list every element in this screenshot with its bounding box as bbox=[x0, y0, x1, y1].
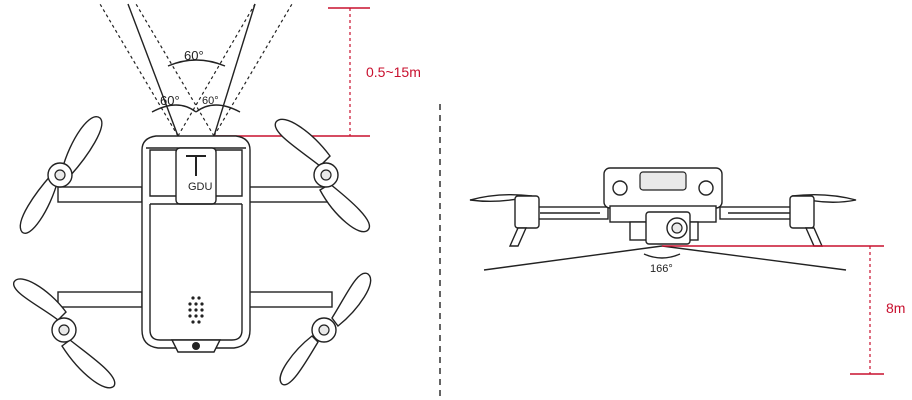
arm-front-left bbox=[57, 186, 143, 203]
logo-text: GDU bbox=[188, 181, 213, 193]
propeller-front-right bbox=[274, 118, 371, 233]
side-leg-left bbox=[508, 227, 528, 247]
fov-cone: 60° 60° 60° bbox=[99, 3, 293, 137]
side-motor-right bbox=[789, 195, 815, 229]
logo-mark bbox=[186, 155, 206, 176]
fov-dashed-right-inner bbox=[135, 3, 215, 137]
side-body bbox=[603, 167, 723, 241]
propeller-rear-left bbox=[13, 278, 116, 389]
propeller-front-left bbox=[19, 116, 103, 235]
power-icon bbox=[192, 342, 200, 350]
height-range-label: 0.5~15m bbox=[366, 64, 421, 80]
side-sensor-left bbox=[612, 180, 628, 196]
side-view: 166° 8m bbox=[469, 167, 905, 375]
fov-solid-left bbox=[127, 3, 179, 137]
arm-front-right bbox=[247, 186, 333, 203]
side-camera bbox=[645, 211, 691, 245]
side-sensor-right bbox=[698, 180, 714, 196]
side-height-label: 8m bbox=[886, 300, 905, 316]
top-view: 60° 60° 60° 0.5~15m bbox=[13, 3, 421, 389]
side-angle-label: 166° bbox=[650, 263, 673, 275]
fov-dashed-right-outer bbox=[213, 3, 293, 137]
height-measure-side: 8m bbox=[662, 245, 905, 375]
drone-body-top: GDU bbox=[141, 135, 251, 353]
side-angle-arc bbox=[643, 253, 681, 259]
side-fov-right bbox=[661, 245, 847, 271]
angle-label-left: 60° bbox=[160, 93, 180, 108]
arm-rear-left bbox=[57, 291, 143, 308]
height-measure-top: 0.5~15m bbox=[214, 7, 421, 137]
side-motor-left bbox=[514, 195, 540, 229]
side-leg-right bbox=[804, 227, 824, 247]
fov-dashed-left-outer bbox=[99, 3, 179, 137]
angle-label-right: 60° bbox=[202, 95, 219, 107]
arm-rear-right bbox=[247, 291, 333, 308]
angle-label-top: 60° bbox=[184, 48, 204, 63]
propeller-rear-right bbox=[279, 272, 372, 386]
angle-arc-left bbox=[151, 104, 197, 113]
side-body-top-panel bbox=[639, 171, 687, 191]
side-fov-left bbox=[483, 245, 663, 271]
fov-dashed-left-inner bbox=[177, 3, 256, 137]
fov-solid-right bbox=[213, 3, 256, 137]
speaker-grille bbox=[188, 296, 204, 324]
drone-arms bbox=[57, 186, 333, 308]
angle-arc-top bbox=[167, 59, 226, 67]
angle-arc-right bbox=[195, 104, 241, 113]
